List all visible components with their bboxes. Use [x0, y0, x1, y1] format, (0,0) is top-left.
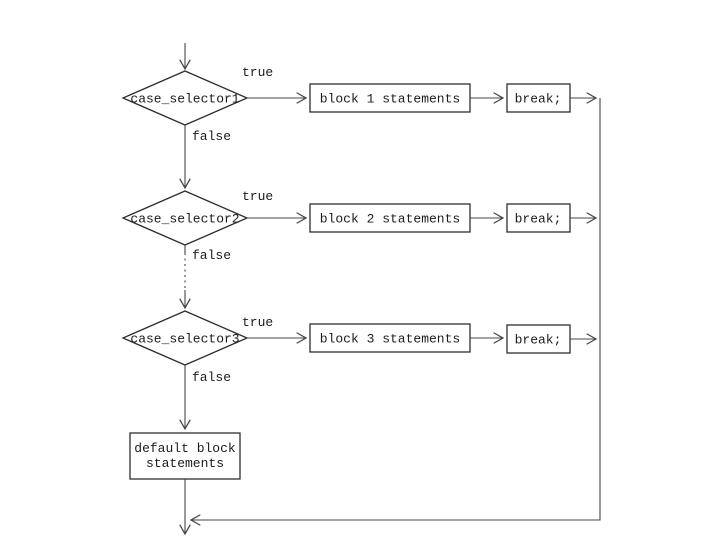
true-label-2: true [242, 189, 273, 204]
process-block-1 [309, 83, 471, 113]
false-label-2: false [192, 248, 231, 263]
true-label-3: true [242, 315, 273, 330]
true-label-1: true [242, 65, 273, 80]
break-box-1-label: break; [515, 92, 562, 107]
process-block-2-label: block 2 statements [320, 212, 460, 227]
decision-2-label: case_selector2 [130, 212, 239, 227]
break-box-3-label: break; [515, 333, 562, 348]
false-label-1: false [192, 129, 231, 144]
default-block [129, 432, 241, 480]
decision-3-label: case_selector3 [130, 332, 239, 347]
false-label-3: false [192, 370, 231, 385]
default-block-label-line2: statements [146, 456, 224, 471]
break-box-2-label: break; [515, 212, 562, 227]
default-block-label-line1: default block [134, 441, 236, 456]
process-block-1-label: block 1 statements [320, 92, 460, 107]
merge-rail [189, 98, 601, 526]
process-block-2 [309, 203, 471, 233]
decision-1-label: case_selector1 [130, 92, 239, 107]
process-block-3 [309, 323, 471, 353]
process-block-3-label: block 3 statements [320, 332, 460, 347]
